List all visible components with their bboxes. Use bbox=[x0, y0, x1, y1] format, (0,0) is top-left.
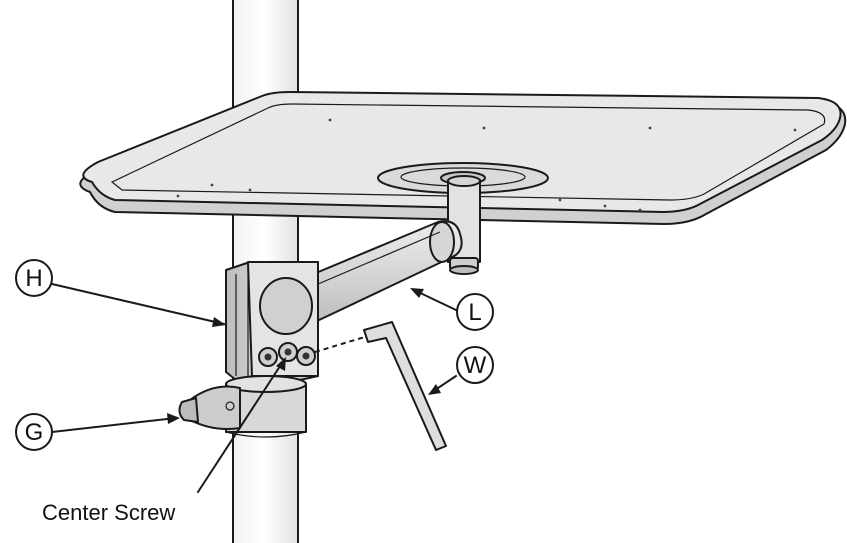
leader-lines bbox=[51, 283, 457, 493]
callout-g: G bbox=[15, 413, 53, 451]
arm-post bbox=[447, 175, 481, 275]
callout-w: W bbox=[456, 346, 494, 384]
callout-h-label: H bbox=[25, 265, 42, 292]
guide-dashed-line bbox=[314, 335, 369, 353]
tray bbox=[79, 91, 847, 225]
callout-l: L bbox=[456, 293, 494, 331]
screws bbox=[258, 342, 316, 367]
collar-g bbox=[178, 375, 307, 438]
callout-g-label: G bbox=[25, 419, 44, 446]
hex-key-w bbox=[363, 321, 447, 451]
clamp-h bbox=[225, 261, 319, 381]
center-screw-caption: Center Screw bbox=[42, 500, 175, 525]
callout-l-label: L bbox=[468, 299, 481, 326]
callout-h: H bbox=[15, 259, 53, 297]
callout-w-label: W bbox=[464, 352, 487, 379]
